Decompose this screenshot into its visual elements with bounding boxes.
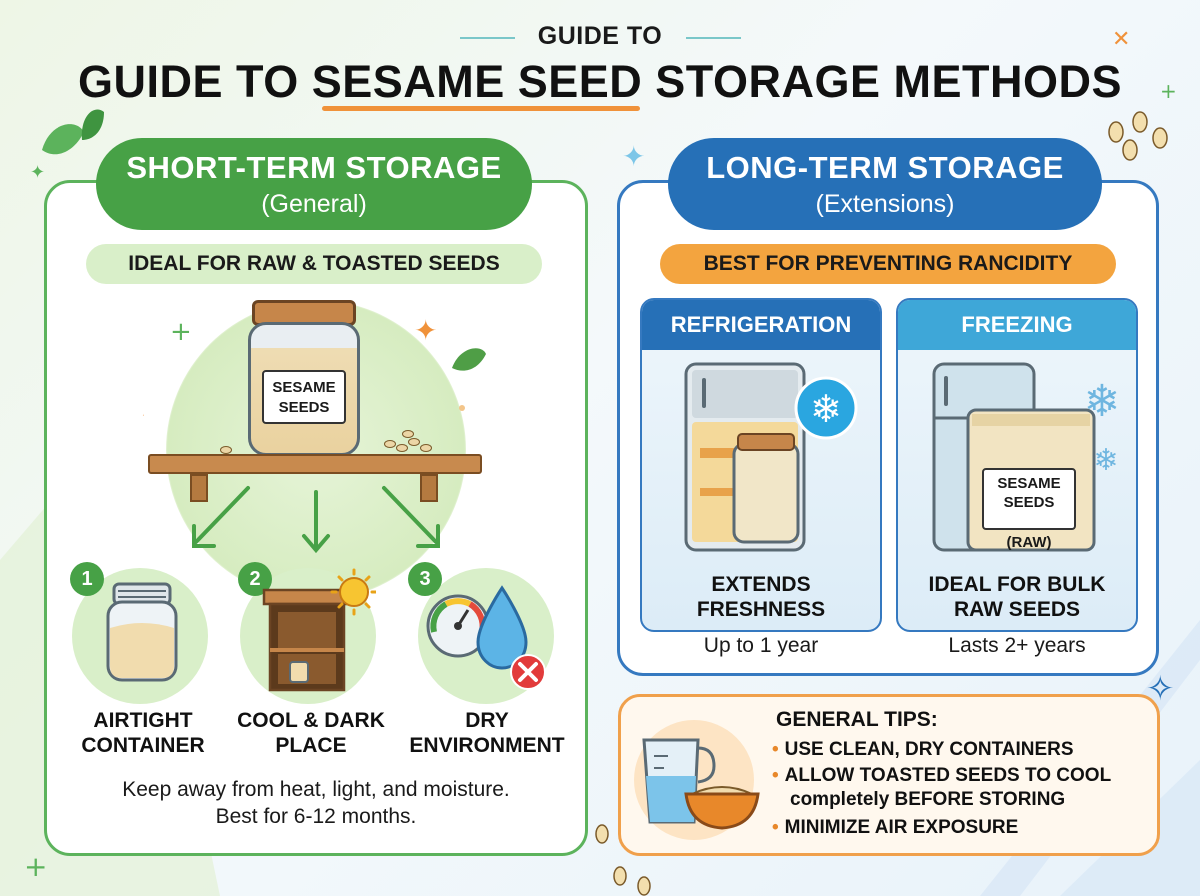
- tip-text: ALLOW TOASTED SEEDS TO COOL: [784, 765, 1112, 786]
- freezing-heading: FREEZING: [898, 300, 1136, 350]
- airtight-jar-icon: [106, 582, 178, 682]
- seed-icon: [408, 438, 420, 446]
- item-1-label: AIRTIGHT CONTAINER: [58, 708, 228, 758]
- freezing-label: IDEAL FOR BULK RAW SEEDS: [898, 572, 1136, 622]
- long-term-banner: LONG-TERM STORAGE (Extensions): [668, 138, 1102, 230]
- long-term-pill: BEST FOR PREVENTING RANCIDITY: [660, 244, 1116, 284]
- freezing-duration: Lasts 2+ years: [948, 634, 1086, 657]
- refrigeration-label-line1: EXTENDS: [711, 573, 811, 596]
- seed-icon: [402, 430, 414, 438]
- svg-text:+: +: [170, 317, 192, 347]
- tip-item-continued: completely BEFORE STORING: [790, 788, 1170, 811]
- cabinet-sun-icon: [262, 568, 376, 692]
- bullet-icon: •: [772, 817, 779, 838]
- item-1-label-line1: AIRTIGHT: [93, 709, 193, 732]
- seed-icon: [220, 446, 232, 454]
- sparkle-decorations: + ✦ ✦: [134, 314, 486, 416]
- refrigeration-card: REFRIGERATION ❄ EXTENDS FRESHNESS: [640, 298, 882, 632]
- bag-label-raw: (RAW): [1006, 534, 1052, 551]
- svg-text:✦: ✦: [414, 314, 437, 347]
- svg-text:✦: ✦: [134, 411, 152, 416]
- jar-label-line2: SEEDS: [278, 399, 330, 416]
- svg-text:+: +: [1160, 79, 1177, 103]
- short-term-note: Keep away from heat, light, and moisture…: [50, 776, 582, 830]
- svg-text:✦: ✦: [622, 140, 645, 173]
- bag-label-line1: SESAME: [997, 475, 1061, 492]
- svg-text:❄: ❄: [810, 387, 842, 431]
- svg-text:✕: ✕: [1112, 27, 1130, 52]
- refrigeration-heading: REFRIGERATION: [642, 300, 880, 350]
- measuring-cup-bowl-icon: [642, 738, 760, 830]
- refrigeration-label-line2: FRESHNESS: [696, 598, 826, 621]
- kicker-text: GUIDE TO: [537, 22, 663, 50]
- item-3-label-line2: ENVIRONMENT: [409, 734, 565, 757]
- short-term-banner: SHORT-TERM STORAGE (General): [96, 138, 532, 230]
- fridge-icon: ❄: [684, 362, 858, 552]
- long-term-subtitle: (Extensions): [815, 190, 955, 218]
- page-title: GUIDE TO SESAME SEED STORAGE METHODS: [78, 56, 1122, 107]
- refrigeration-label: EXTENDS FRESHNESS: [642, 572, 880, 622]
- shelf-bracket: [190, 474, 208, 502]
- title-underline: [322, 106, 640, 111]
- svg-text:✦: ✦: [30, 162, 45, 183]
- tip-item: •USE CLEAN, DRY CONTAINERS: [772, 738, 1152, 761]
- bullet-icon: •: [772, 739, 779, 760]
- seed-icon: [384, 440, 396, 448]
- tips-title: GENERAL TIPS:: [776, 708, 938, 731]
- humidity-gauge-icon: [426, 585, 546, 690]
- freezing-card: FREEZING ❄ ❄ SESAME SEEDS (RAW) IDEAL FO…: [896, 298, 1138, 632]
- svg-text:❄: ❄: [1084, 376, 1121, 427]
- refrigeration-duration: Up to 1 year: [703, 634, 819, 657]
- tip-item: •ALLOW TOASTED SEEDS TO COOL: [772, 764, 1152, 787]
- arrows: [192, 486, 440, 554]
- long-term-title: LONG-TERM STORAGE: [706, 150, 1064, 185]
- bag-label: SESAME SEEDS: [982, 468, 1076, 530]
- short-term-pill: IDEAL FOR RAW & TOASTED SEEDS: [86, 244, 542, 284]
- arrow-down-right-icon: [382, 486, 438, 544]
- short-term-title: SHORT-TERM STORAGE: [126, 150, 502, 185]
- tip-text: MINIMIZE AIR EXPOSURE: [784, 817, 1019, 838]
- seed-icon: [396, 444, 408, 452]
- freezing-label-line1: IDEAL FOR BULK: [928, 573, 1106, 596]
- tip-text: completely BEFORE STORING: [790, 789, 1066, 810]
- svg-text:+: +: [24, 850, 47, 883]
- kicker-line-right: [686, 37, 741, 39]
- item-1-label-line2: CONTAINER: [81, 734, 205, 757]
- wooden-shelf: [148, 454, 482, 474]
- kicker-line-left: [460, 37, 515, 39]
- item-2-label-line1: COOL & DARK: [237, 709, 385, 732]
- jar-label: SESAME SEEDS: [262, 370, 346, 424]
- item-1-badge: 1: [70, 562, 104, 596]
- tip-text: USE CLEAN, DRY CONTAINERS: [784, 739, 1074, 760]
- short-term-subtitle: (General): [261, 190, 367, 218]
- note-line2: Best for 6-12 months.: [215, 805, 417, 828]
- item-2-label-line2: PLACE: [275, 734, 347, 757]
- item-3-label: DRY ENVIRONMENT: [400, 708, 574, 758]
- bag-label-line2: SEEDS: [1003, 494, 1055, 511]
- tip-item: •MINIMIZE AIR EXPOSURE: [772, 816, 1152, 839]
- seed-icon: [420, 444, 432, 452]
- shelf-bracket: [420, 474, 438, 502]
- freezing-label-line2: RAW SEEDS: [953, 598, 1081, 621]
- svg-text:❄: ❄: [1093, 443, 1118, 478]
- note-line1: Keep away from heat, light, and moisture…: [122, 778, 510, 801]
- item-3-badge: 3: [408, 562, 442, 596]
- arrow-down-left-icon: [194, 486, 250, 544]
- bullet-icon: •: [772, 765, 779, 786]
- jar-label-line1: SESAME: [272, 379, 336, 396]
- item-2-label: COOL & DARK PLACE: [226, 708, 396, 758]
- item-3-label-line1: DRY: [465, 709, 509, 732]
